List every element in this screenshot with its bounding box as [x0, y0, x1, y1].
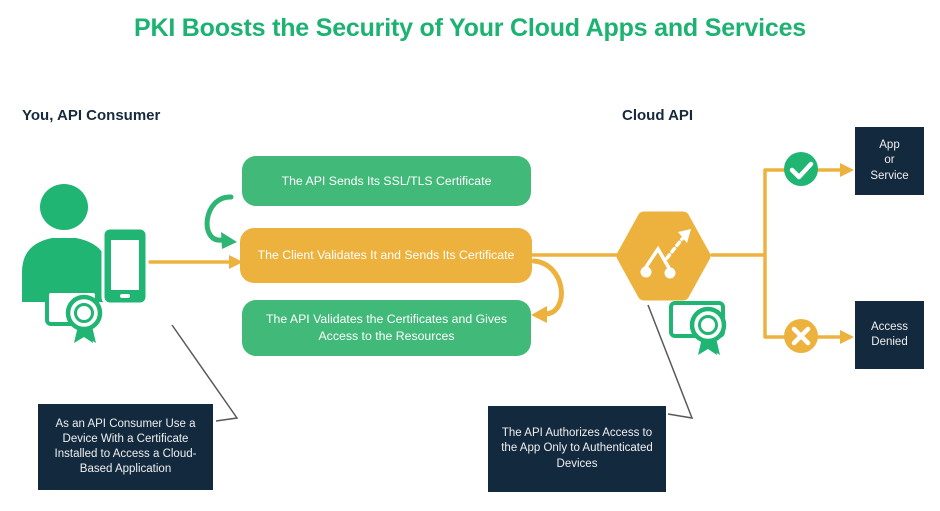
person-icon — [22, 184, 108, 302]
phone-icon — [101, 226, 149, 306]
step-api-validates: The API Validates the Certificates and G… — [242, 300, 531, 356]
arrowheads — [229, 163, 854, 344]
api-hexagon-icon — [616, 211, 711, 301]
api-certificate-icon — [669, 301, 727, 355]
callout-line-right — [647, 304, 694, 419]
cross-circle-icon — [784, 319, 818, 353]
access-denied-box: Access Denied — [855, 301, 924, 369]
consumer-section-label: You, API Consumer — [22, 107, 161, 124]
app-or-service-box: App or Service — [855, 127, 924, 195]
app-or-service-label: App or Service — [870, 139, 909, 182]
certificate-icon — [45, 289, 103, 343]
curved-arrow-step2-step3 — [531, 258, 564, 323]
step-label: The API Sends Its SSL/TLS Certificate — [281, 173, 492, 188]
consumer-callout-box: As an API Consumer Use a Device With a C… — [38, 404, 213, 490]
check-circle-icon — [784, 152, 818, 186]
step-client-validates: The Client Validates It and Sends Its Ce… — [240, 228, 532, 283]
step-label: The API Validates the Certificates and G… — [265, 312, 508, 343]
consumer-callout-text: As an API Consumer Use a Device With a C… — [54, 417, 197, 476]
curved-arrow-step1-step2 — [204, 194, 237, 249]
arrowhead-to-client — [229, 255, 243, 269]
api-callout-text: The API Authorizes Access to the App Onl… — [501, 427, 653, 470]
arrowhead-to-denied — [840, 330, 854, 344]
access-denied-label: Access Denied — [870, 320, 909, 348]
api-callout-box: The API Authorizes Access to the App Onl… — [488, 406, 666, 492]
api-share-icon — [640, 229, 691, 279]
cloud-api-section-label: Cloud API — [622, 107, 694, 124]
connector-lines — [148, 168, 843, 339]
callout-line-left — [171, 324, 239, 422]
arrowhead-to-app — [840, 163, 854, 177]
step-api-sends-certificate: The API Sends Its SSL/TLS Certificate — [242, 156, 531, 206]
page-title: PKI Boosts the Security of Your Cloud Ap… — [133, 14, 806, 42]
step-label: The Client Validates It and Sends Its Ce… — [257, 248, 515, 263]
branch-line-api-outcomes — [710, 168, 788, 339]
